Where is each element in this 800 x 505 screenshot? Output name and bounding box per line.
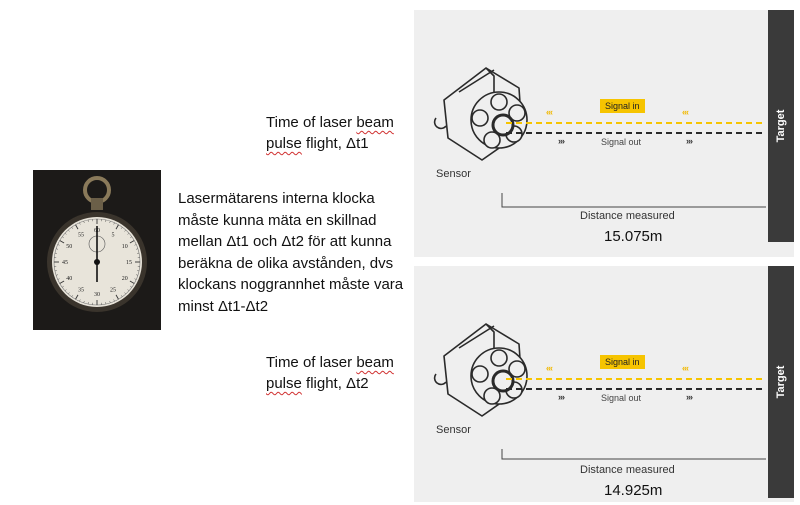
chevron-right-icon: ›››	[558, 136, 565, 146]
target-wall: Target	[768, 10, 794, 242]
laser-measure-panel-1: Sensor ‹‹‹ Signal in ‹‹‹ ››› Signal out …	[414, 10, 794, 257]
dial-tick	[64, 289, 67, 291]
label-text: Time of laser	[266, 114, 357, 131]
dial-tick	[79, 299, 81, 302]
dial-tick	[57, 278, 60, 280]
chevron-left-icon: ‹‹‹	[682, 363, 689, 373]
description-line: klockans noggrannhet måste vara	[178, 276, 404, 293]
chevron-right-icon: ›››	[686, 136, 693, 146]
description-line: minst Δt1-Δt2	[178, 297, 269, 315]
description-line: mellan Δt1 och Δt2 för att kunna	[178, 233, 392, 250]
dial-tick	[57, 244, 60, 246]
dial-tick	[75, 224, 79, 230]
dial-tick	[109, 300, 111, 303]
dial-tick	[130, 285, 132, 288]
dial-tick	[115, 224, 119, 230]
dial-tick	[59, 280, 65, 284]
dial-tick	[64, 233, 67, 235]
dial-number: 25	[110, 288, 116, 294]
signal-in-badge: Signal in	[600, 355, 645, 369]
dial-tick	[59, 240, 65, 244]
dial-tick	[62, 236, 64, 239]
sensor-device-icon	[433, 67, 766, 208]
flight-time-label-1: Time of laser beam pulse flight, Δt1	[266, 112, 394, 154]
signal-out-label: Signal out	[601, 393, 642, 403]
dial-tick	[120, 227, 123, 229]
dial-tick	[120, 295, 123, 297]
dial-tick	[135, 274, 138, 276]
dial-tick	[56, 248, 59, 250]
label-text: Time of laser	[266, 354, 357, 371]
chevron-left-icon: ‹‹‹	[546, 363, 553, 373]
description-line: Lasermätarens interna klocka	[178, 190, 375, 207]
dial-tick	[127, 289, 130, 291]
dial-number: 40	[66, 276, 72, 282]
dial-tick	[113, 222, 115, 225]
dial-number: 55	[78, 232, 84, 238]
chevron-right-icon: ›››	[686, 392, 693, 402]
dial-tick	[124, 292, 126, 295]
dial-tick	[113, 299, 115, 302]
target-label: Target	[775, 365, 787, 399]
chevron-right-icon: ›››	[558, 392, 565, 402]
dial-tick	[124, 229, 126, 232]
distance-label: Distance measured	[580, 464, 675, 476]
dial-number: 20	[122, 276, 128, 282]
chevron-left-icon: ‹‹‹	[546, 107, 553, 117]
dial-tick	[56, 274, 59, 276]
distance-label: Distance measured	[580, 210, 675, 222]
dial-number: 35	[78, 288, 84, 294]
target-label: Target	[775, 109, 787, 143]
dial-tick	[75, 294, 79, 300]
dial-tick	[127, 233, 130, 235]
distance-value: 14.925m	[604, 482, 663, 499]
description-line: beräkna de olika avstånden, dvs	[178, 254, 394, 272]
label-text: flight, Δt2	[301, 375, 369, 392]
target-wall: Target	[768, 266, 794, 498]
chevron-left-icon: ‹‹‹	[682, 107, 689, 117]
clock-precision-description: Lasermätarens interna klocka måste kunna…	[178, 188, 438, 317]
signal-out-label: Signal out	[601, 137, 642, 147]
flight-time-label-2: Time of laser beam pulse flight, Δt2	[266, 352, 394, 394]
dial-tick	[134, 278, 137, 280]
dial-tick	[71, 295, 74, 297]
dial-tick	[62, 285, 64, 288]
sensor-label: Sensor	[436, 424, 471, 436]
signal-in-badge: Signal in	[600, 99, 645, 113]
dial-number: 10	[122, 244, 128, 250]
label-text: beam	[356, 354, 394, 371]
dial-number: 50	[66, 244, 72, 250]
description-line: måste kunna mäta en skillnad	[178, 211, 377, 229]
dial-number: 30	[94, 292, 100, 298]
dial-tick	[71, 227, 74, 229]
dial-tick	[135, 248, 138, 250]
laser-measure-panel-2: Sensor ‹‹‹ Signal in ‹‹‹ ››› Signal out …	[414, 266, 794, 502]
sensor-label: Sensor	[436, 168, 471, 180]
dial-tick	[68, 292, 70, 295]
label-text: beam	[356, 114, 394, 131]
dial-tick	[109, 221, 111, 224]
dial-tick	[129, 280, 135, 284]
dial-tick	[134, 244, 137, 246]
sensor-device-icon	[433, 323, 766, 460]
stopwatch-photo: 60510152025303540455055	[33, 170, 161, 330]
label-text: pulse	[266, 375, 302, 392]
dial-number: 15	[126, 260, 132, 266]
label-text: pulse	[266, 135, 302, 152]
dial-tick	[83, 300, 85, 303]
label-text: flight, Δt1	[301, 135, 369, 152]
dial-tick	[115, 294, 119, 300]
dial-number: 45	[62, 260, 68, 266]
dial-number: 5	[112, 232, 115, 238]
dial-tick	[79, 222, 81, 225]
dial-tick	[83, 221, 85, 224]
distance-value: 15.075m	[604, 228, 663, 245]
dial-tick	[68, 229, 70, 232]
dial-tick	[129, 240, 135, 244]
dial-tick	[130, 236, 132, 239]
